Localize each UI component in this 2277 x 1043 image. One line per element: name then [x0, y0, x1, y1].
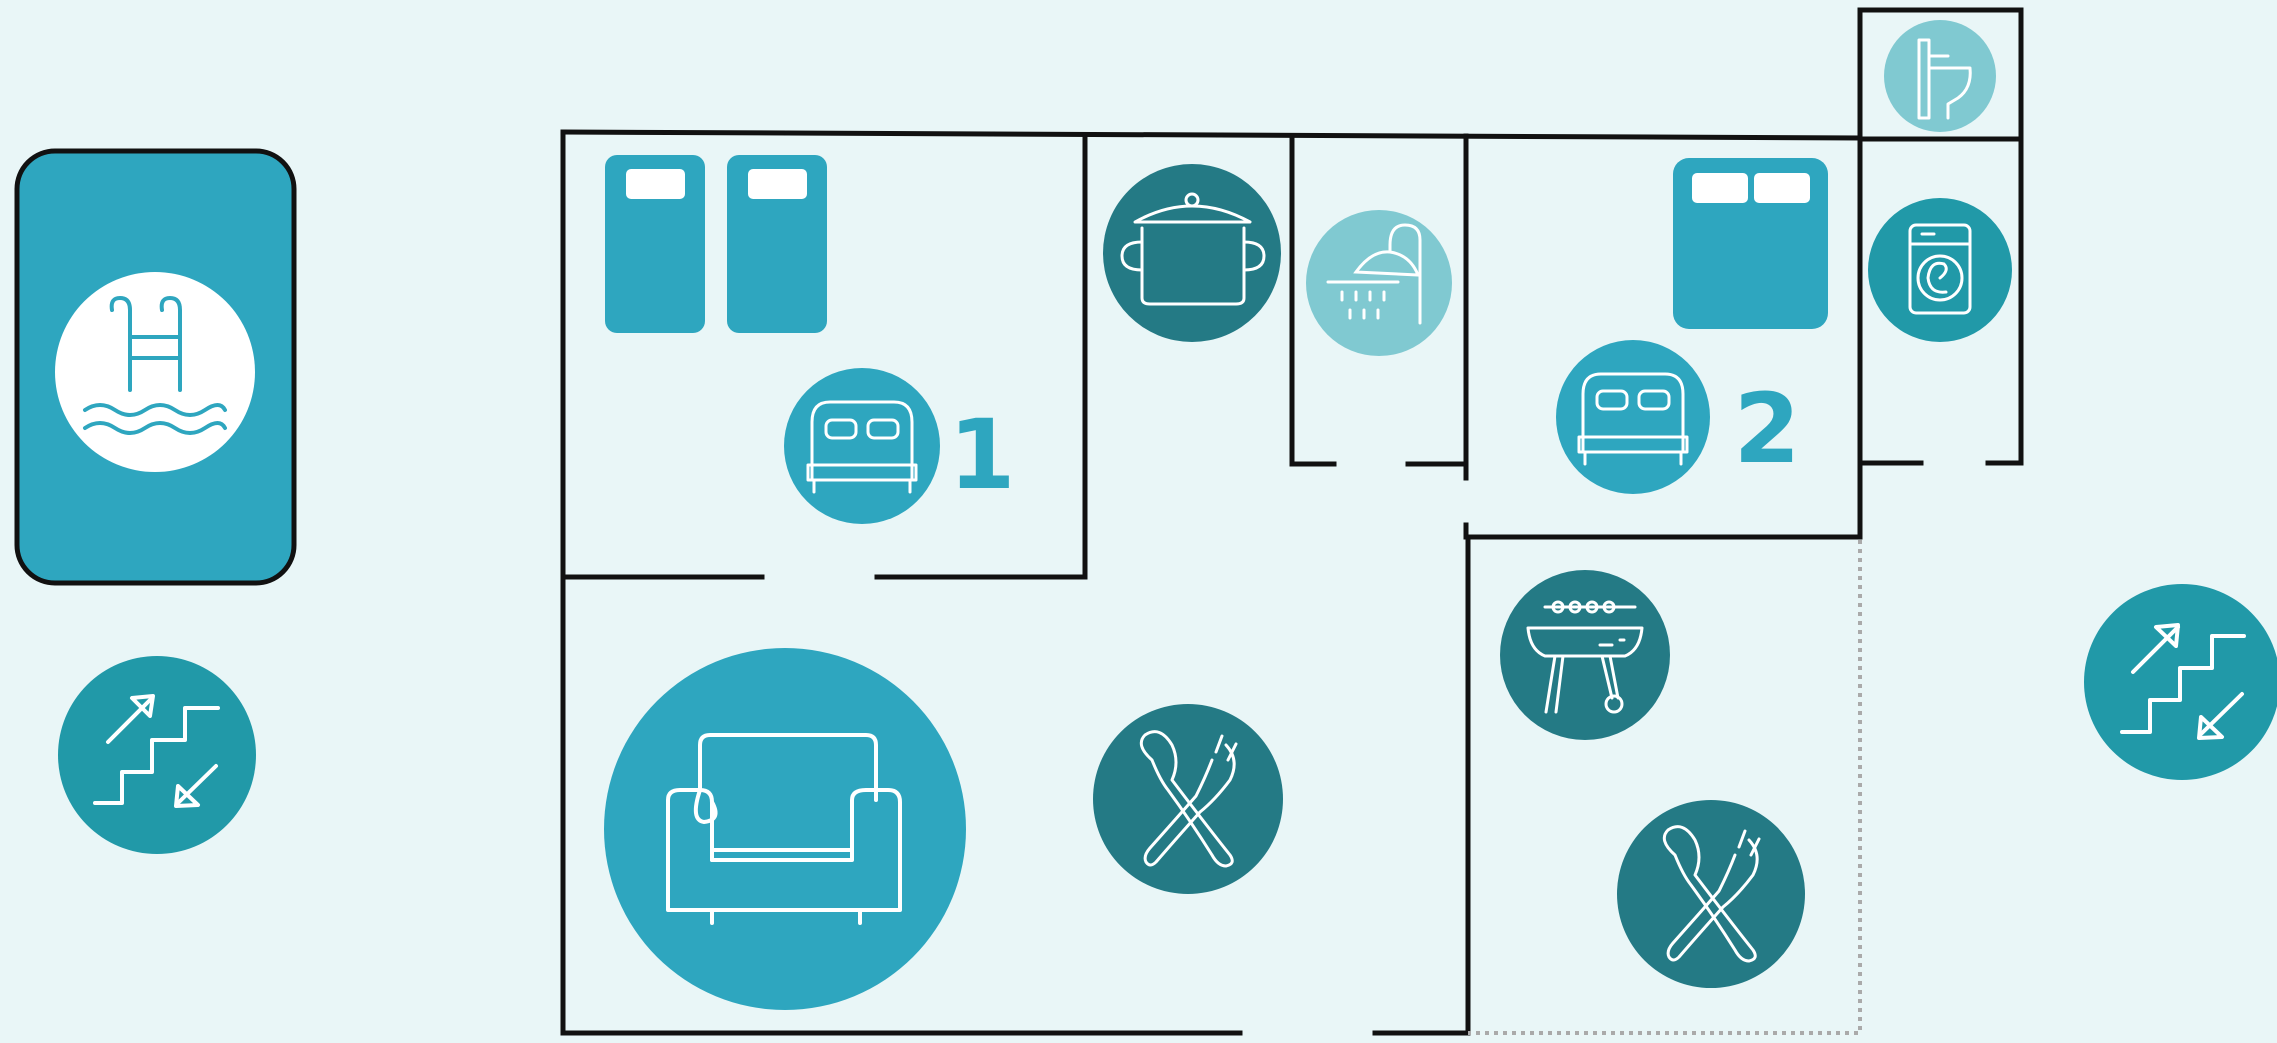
- toilet-icon: [1884, 20, 1996, 132]
- walls: [560, 7, 2024, 1036]
- wall-toilet: [1857, 7, 2024, 466]
- dining-icon: [1093, 704, 1283, 894]
- swimming-pool-icon: [55, 272, 255, 472]
- barbecue-icon: [1500, 570, 1670, 740]
- terrace-dotted-edge: [1468, 540, 1862, 1035]
- double-bed-icon: [1556, 340, 1710, 494]
- double-bed-icon: [784, 368, 940, 524]
- room-number-2: 2: [1734, 373, 1801, 485]
- washing-machine-icon: [1868, 198, 2012, 342]
- stairs-up-down-icon: [58, 656, 256, 854]
- double-bed-icon: [1673, 158, 1828, 329]
- room-number-1: 1: [949, 399, 1016, 511]
- cooking-pot-icon: [1103, 164, 1281, 342]
- shower-icon: [1306, 210, 1452, 356]
- single-bed-icon: [605, 155, 705, 333]
- sofa-icon: [604, 648, 966, 1010]
- outer-wall-top: [560, 129, 1863, 141]
- stairs-up-down-icon: [2084, 584, 2277, 780]
- single-bed-icon: [727, 155, 827, 333]
- dining-icon: [1617, 800, 1805, 988]
